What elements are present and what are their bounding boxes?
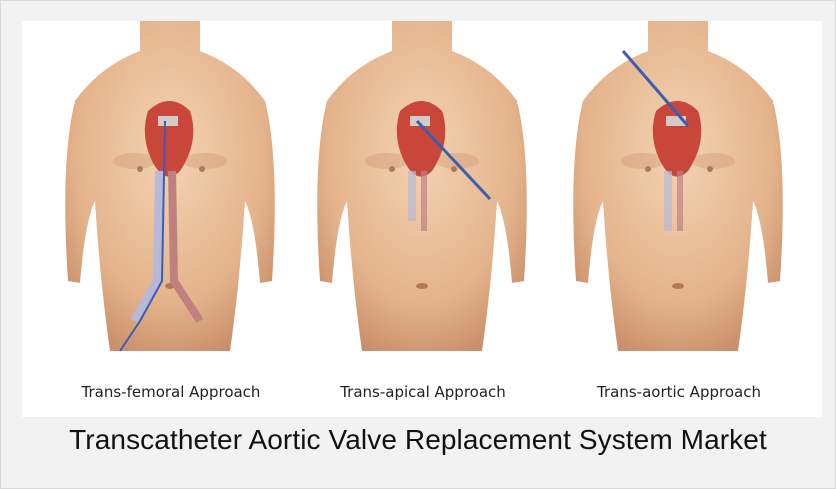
- caption-apical: Trans-apical Approach: [292, 383, 554, 401]
- torso-figure-femoral: [40, 21, 302, 381]
- torso-figure-apical: [292, 21, 554, 381]
- illustration-panel: Trans-femoral Approach: [22, 21, 822, 417]
- caption-femoral: Trans-femoral Approach: [40, 383, 302, 401]
- caption-aortic: Trans-aortic Approach: [548, 383, 810, 401]
- page-title: Transcatheter Aortic Valve Replacement S…: [0, 424, 836, 456]
- torso-figure-aortic: [548, 21, 810, 381]
